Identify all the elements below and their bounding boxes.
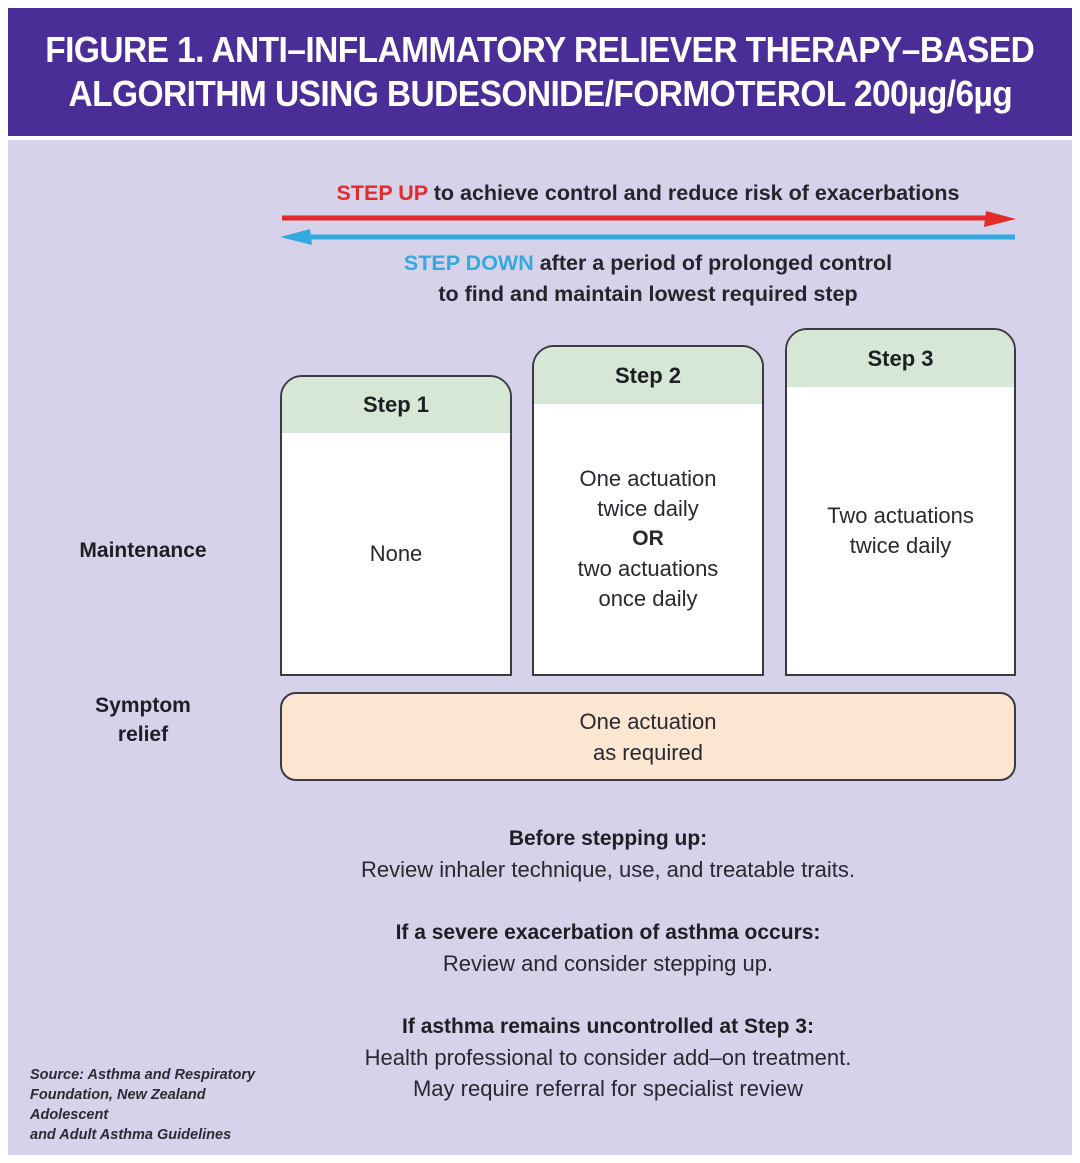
- note-3-line-1: Health professional to consider add–on t…: [364, 1045, 852, 1070]
- note-2-line-1: Review and consider stepping up.: [442, 951, 774, 976]
- step-up-caption: STEP UP to achieve control and reduce ri…: [280, 181, 1016, 206]
- note-2-heading: If a severe exacerbation of asthma occur…: [395, 921, 821, 944]
- step-3-header: Step 3: [787, 330, 1014, 387]
- figure-title-line-1: FIGURE 1. ANTI–INFLAMMATORY RELIEVER THE…: [45, 29, 1036, 70]
- row-label-symptom-line-1: Symptom: [95, 694, 191, 717]
- row-label-maintenance: Maintenance: [79, 539, 207, 562]
- step-box-1[interactable]: Step 1 None: [280, 375, 512, 676]
- note-severe-exacerbation: If a severe exacerbation of asthma occur…: [198, 918, 1018, 979]
- symptom-relief-line-2: as required: [592, 739, 704, 765]
- step-1-body: None: [282, 433, 510, 674]
- note-1-heading: Before stepping up:: [508, 827, 708, 850]
- step-down-text: after a period of prolonged control: [533, 251, 893, 275]
- source-line-3: and Adult Asthma Guidelines: [30, 1127, 232, 1143]
- step-3-body-line-2: twice daily: [849, 532, 952, 558]
- step-2-body-line-2: twice daily: [597, 496, 699, 521]
- direction-arrows: [280, 210, 1016, 246]
- step-2-body-line-4: two actuations: [577, 556, 719, 581]
- note-3-heading: If asthma remains uncontrolled at Step 3…: [402, 1015, 814, 1038]
- step-2-body-line-3: OR: [632, 527, 664, 550]
- step-1-body-lines: None: [370, 539, 423, 569]
- step-down-arrow-icon: [280, 229, 1015, 245]
- step-up-accent: STEP UP: [336, 181, 428, 205]
- step-2-body-line-5: once daily: [598, 586, 698, 611]
- step-3-body: Two actuations twice daily: [787, 387, 1014, 674]
- symptom-relief-text: One actuation as required: [580, 706, 717, 768]
- symptom-relief-box[interactable]: One actuation as required: [280, 692, 1016, 781]
- note-3-line-2: May require referral for specialist revi…: [412, 1076, 804, 1101]
- step-up-text: to achieve control and reduce risk of ex…: [427, 181, 960, 205]
- step-3-body-line-1: Two actuations: [827, 502, 974, 528]
- source-attribution: Source: Asthma and Respiratory Foundatio…: [30, 1065, 280, 1145]
- row-label-symptom-relief: Symptom relief: [18, 691, 268, 749]
- step-3-body-lines: Two actuations twice daily: [827, 501, 974, 561]
- source-line-2: Foundation, New Zealand Adolescent: [30, 1087, 206, 1123]
- step-2-body-line-1: One actuation: [579, 466, 717, 491]
- step-box-3[interactable]: Step 3 Two actuations twice daily: [785, 328, 1016, 676]
- note-uncontrolled-at-step-3: If asthma remains uncontrolled at Step 3…: [198, 1012, 1018, 1104]
- note-before-stepping-up: Before stepping up: Review inhaler techn…: [198, 824, 1018, 885]
- step-2-header: Step 2: [534, 347, 762, 404]
- step-1-body-line-1: None: [369, 540, 423, 566]
- source-line-1: Source: Asthma and Respiratory: [30, 1067, 256, 1083]
- figure-title-banner: FIGURE 1. ANTI–INFLAMMATORY RELIEVER THE…: [8, 8, 1072, 136]
- step-1-header: Step 1: [282, 377, 510, 433]
- step-down-text-line-2: to find and maintain lowest required ste…: [438, 282, 858, 306]
- row-label-symptom-line-2: relief: [117, 723, 169, 746]
- step-down-accent: STEP DOWN: [403, 251, 534, 275]
- symptom-relief-line-1: One actuation: [579, 708, 717, 734]
- step-down-caption: STEP DOWN after a period of prolonged co…: [280, 248, 1016, 310]
- note-1-line-1: Review inhaler technique, use, and treat…: [360, 857, 856, 882]
- step-up-arrow-icon: [282, 211, 1016, 227]
- figure-title-line-2: ALGORITHM USING BUDESONIDE/FORMOTEROL 20…: [68, 73, 1012, 114]
- figure-body: STEP UP to achieve control and reduce ri…: [8, 140, 1072, 1155]
